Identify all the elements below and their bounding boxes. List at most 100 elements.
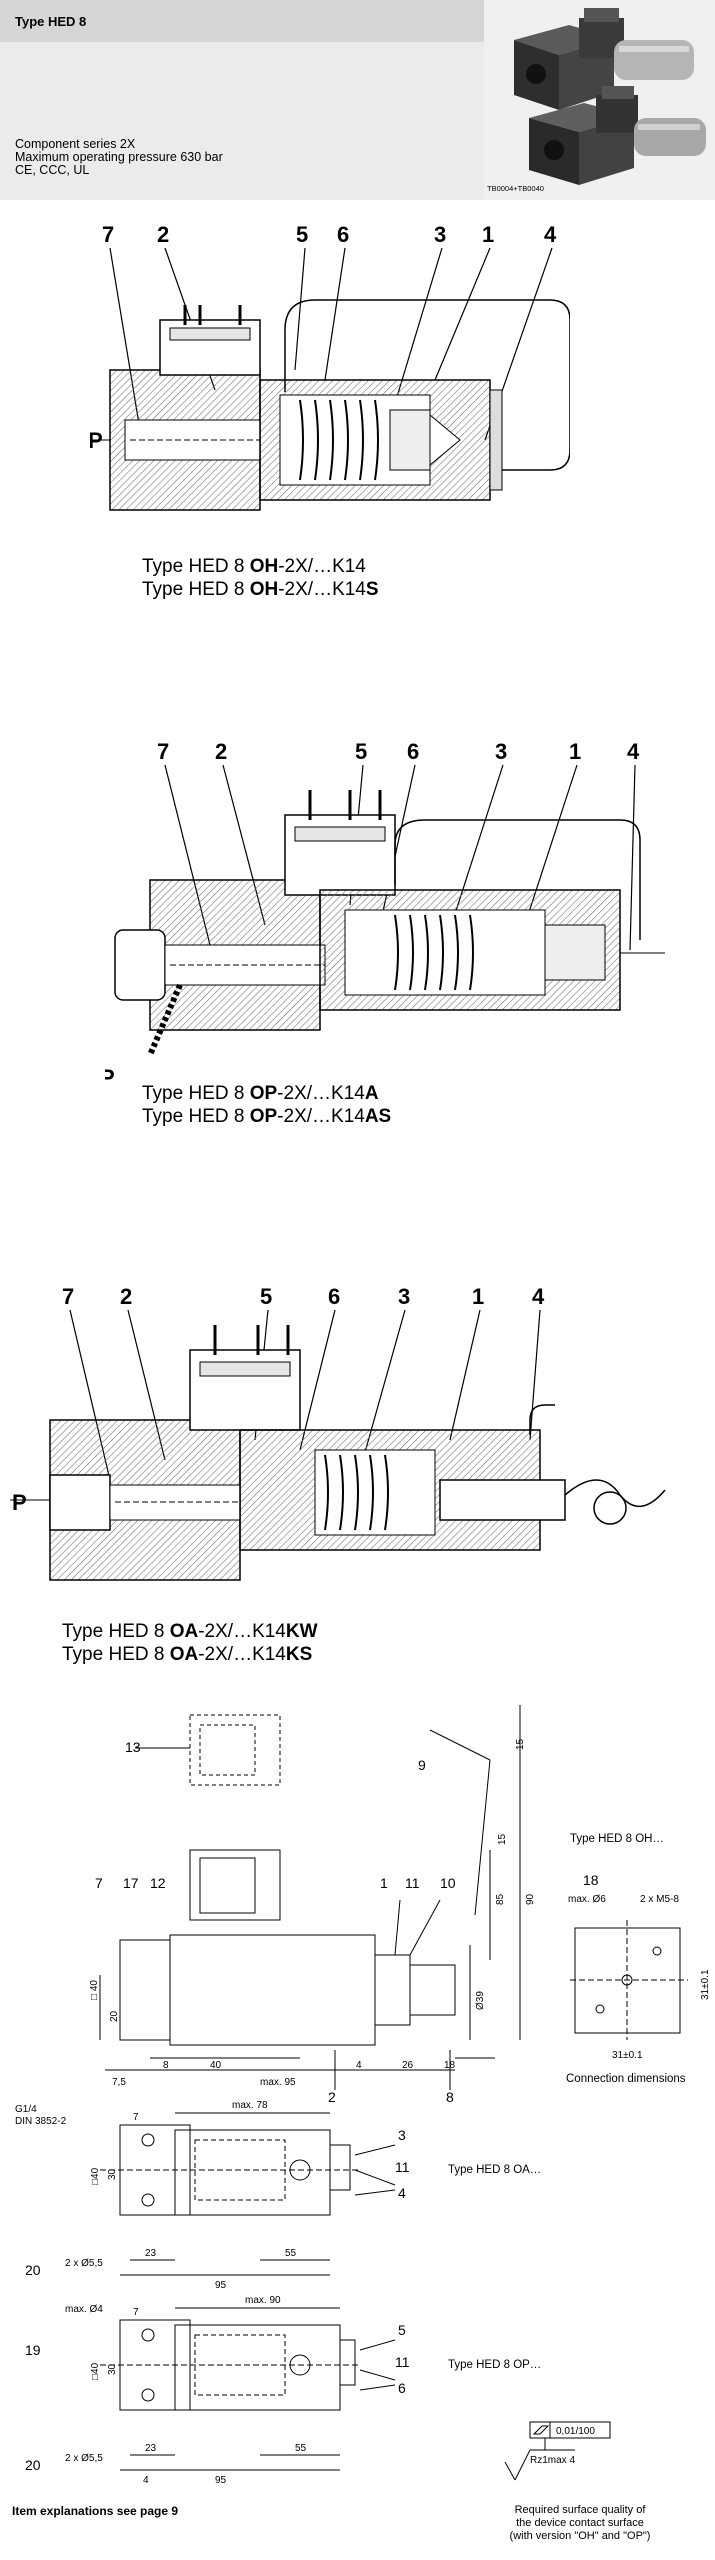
surface-flatness: 0,01/100 <box>556 2426 595 2437</box>
surface-text-line1: Required surface quality of <box>514 2504 646 2516</box>
oa-callout-3: 3 <box>398 1284 410 1309</box>
op-dim-sq40: □40 <box>90 2362 101 2380</box>
oa-callout-2: 2 <box>120 1284 132 1309</box>
op-callout-5: 5 <box>355 739 367 764</box>
oa-dim-55: 55 <box>285 2248 297 2259</box>
dimension-drawings: 13 9 7 17 12 1 11 10 2 8 15 15 90 85 □ 4… <box>0 1690 715 2500</box>
oa-caption-line1: Type HED 8 OA-2X/…K14KW <box>62 1621 318 1642</box>
dim-label-13: 13 <box>125 1739 141 1755</box>
oh-callout-6: 6 <box>337 222 349 247</box>
oh-callout-2: 2 <box>157 222 169 247</box>
op-dim-max90: max. 90 <box>245 2295 281 2306</box>
dim-26: 26 <box>402 2060 414 2071</box>
surface-roughness: Rz1max 4 <box>530 2455 575 2466</box>
op-dim-max-d4: max. Ø4 <box>65 2304 103 2315</box>
op-dim-7: 7 <box>133 2307 139 2318</box>
oa-dim-max78: max. 78 <box>232 2100 268 2111</box>
dim-label-9: 9 <box>418 1757 426 1773</box>
dim-18: 18 <box>444 2060 456 2071</box>
page-title: Type HED 8 <box>15 14 87 29</box>
op-label-19: 19 <box>25 2342 41 2358</box>
op-dim-23: 23 <box>145 2443 157 2454</box>
op-dim-95: 95 <box>215 2475 227 2486</box>
oh-label-18: 18 <box>583 1872 599 1888</box>
dim-d39: Ø39 <box>475 1991 486 2010</box>
oa-caption: Type HED 8 OA-2X/…K14KW Type HED 8 OA-2X… <box>62 1620 318 1666</box>
spec-list: Component series 2X Maximum operating pr… <box>15 138 223 177</box>
oh-callout-5: 5 <box>296 222 308 247</box>
op-callout-4: 4 <box>627 739 640 764</box>
dim-sq40: □ 40 <box>89 1980 100 2000</box>
spec-series: Component series 2X <box>15 137 136 151</box>
oa-label-20: 20 <box>25 2262 41 2278</box>
op-label-11: 11 <box>395 2354 410 2370</box>
oa-callout-5: 5 <box>260 1284 272 1309</box>
dim-8: 8 <box>163 2060 169 2071</box>
dim-label-10: 10 <box>440 1875 456 1891</box>
oh-callout-4: 4 <box>544 222 557 247</box>
dim-label-2: 2 <box>328 2089 336 2105</box>
op-dim-4: 4 <box>143 2475 149 2486</box>
op-dim-holes: 2 x Ø5,5 <box>65 2453 103 2464</box>
section-oh-drawing: P 7 2 5 6 3 1 4 <box>88 220 571 600</box>
oh-dim-max-d6: max. Ø6 <box>568 1894 606 1905</box>
oa-dim-din: DIN 3852-2 <box>15 2116 67 2127</box>
footer-note: Item explanations see page 9 <box>12 2504 179 2518</box>
dim-label-11: 11 <box>405 1875 420 1891</box>
surface-quality-note: Required surface quality of the device c… <box>490 2504 670 2543</box>
dim-40: 40 <box>210 2060 222 2071</box>
section-op-drawing: P 7 2 5 6 3 1 4 <box>100 735 665 1095</box>
oa-callout-6: 6 <box>328 1284 340 1309</box>
oa-cross-section: P 7 2 5 6 3 1 4 <box>10 1284 666 1581</box>
oh-dim-m5: 2 x M5-8 <box>640 1894 679 1905</box>
oa-dim-95: 95 <box>215 2280 227 2291</box>
oa-dim-30: 30 <box>107 2168 118 2180</box>
oa-callout-7: 7 <box>62 1284 74 1309</box>
dim-15a: 15 <box>515 1738 526 1750</box>
op-caption: Type HED 8 OP-2X/…K14A Type HED 8 OP-2X/… <box>142 1082 391 1128</box>
dimension-svg: 13 9 7 17 12 1 11 10 2 8 15 15 90 85 □ 4… <box>15 1705 711 2486</box>
dim-85: 85 <box>495 1893 506 1905</box>
op-callout-1: 1 <box>569 739 581 764</box>
oa-label-3: 3 <box>398 2127 406 2143</box>
op-port-label: P <box>105 1065 115 1090</box>
op-dim-30: 30 <box>107 2363 118 2375</box>
oh-conn-caption: Connection dimensions <box>566 2073 686 2085</box>
oa-label-11: 11 <box>395 2159 410 2175</box>
dim-label-17: 17 <box>123 1875 139 1891</box>
oh-dim-31-v: 31±0.1 <box>700 1969 711 2000</box>
section-oa-drawing: P 7 2 5 6 3 1 4 <box>10 1280 690 1610</box>
oa-dim-23: 23 <box>145 2248 157 2259</box>
spec-pressure: Maximum operating pressure 630 bar <box>15 150 223 164</box>
oa-dim-7: 7 <box>133 2112 139 2123</box>
op-callout-6: 6 <box>407 739 419 764</box>
op-caption-line2: Type HED 8 OP-2X/…K14AS <box>142 1106 392 1127</box>
surface-text-line3: (with version "OH" and "OP") <box>509 2530 651 2542</box>
oa-dim-sq40: □40 <box>90 2167 101 2185</box>
oa-label-4: 4 <box>398 2185 406 2201</box>
dim-label-1: 1 <box>380 1875 388 1891</box>
oh-caption-line2: Type HED 8 OH-2X/…K14S <box>142 579 379 600</box>
dim-15b: 15 <box>497 1833 508 1845</box>
oh-port-label: P <box>90 428 103 453</box>
dim-90: 90 <box>525 1893 536 1905</box>
oh-dim-31-h: 31±0.1 <box>612 2050 643 2061</box>
header-bar <box>0 0 484 42</box>
oh-cross-section: P 7 2 5 6 3 1 4 <box>88 222 571 511</box>
dim-max95: max. 95 <box>260 2077 296 2088</box>
op-label-6: 6 <box>398 2380 406 2396</box>
oh-callout-1: 1 <box>482 222 494 247</box>
op-label-20: 20 <box>25 2457 41 2473</box>
oh-caption: Type HED 8 OH-2X/…K14 Type HED 8 OH-2X/…… <box>142 555 379 601</box>
op-type-label: Type HED 8 OP… <box>448 2359 541 2371</box>
photo-code: TB0004+TB0040 <box>487 184 544 193</box>
spec-approvals: CE, CCC, UL <box>15 163 90 177</box>
oa-callout-4: 4 <box>532 1284 545 1309</box>
header-panel <box>0 42 484 200</box>
oa-caption-line2: Type HED 8 OA-2X/…K14KS <box>62 1644 313 1665</box>
dim-label-8: 8 <box>446 2089 454 2105</box>
op-dim-55: 55 <box>295 2443 307 2454</box>
op-caption-line1: Type HED 8 OP-2X/…K14A <box>142 1083 379 1104</box>
oa-dim-holes: 2 x Ø5,5 <box>65 2258 103 2269</box>
surface-text-line2: the device contact surface <box>516 2517 644 2529</box>
